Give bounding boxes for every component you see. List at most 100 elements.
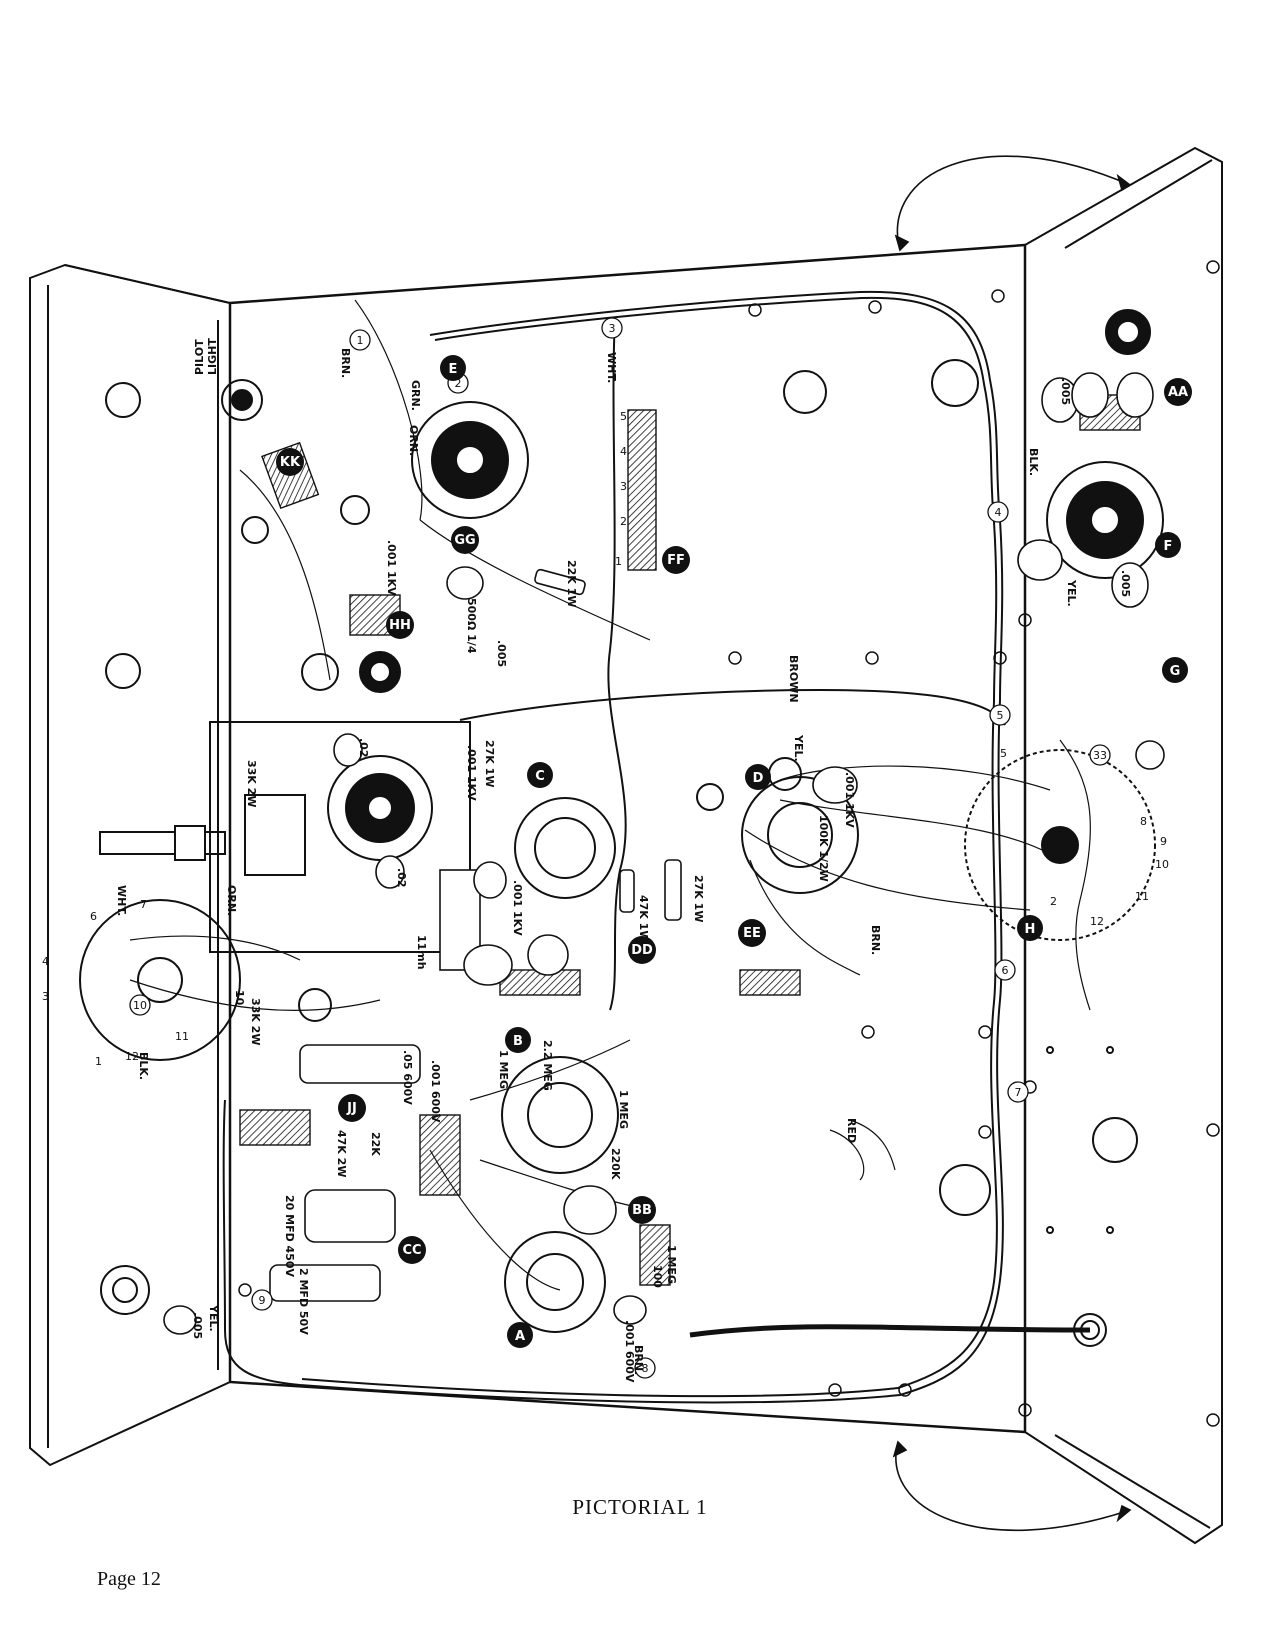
svg-text:4: 4 <box>995 506 1002 519</box>
sw-term-6: 6 <box>90 910 97 923</box>
socket-badges: A B C D E F G H <box>440 355 1188 1348</box>
badge-dd-label: DD <box>631 943 653 958</box>
label-1-meg-2: 1 MEG <box>617 1090 630 1129</box>
badge-dd <box>628 936 656 964</box>
wire-label-brown: BROWN <box>787 655 800 703</box>
label-005-1: .005 <box>1119 570 1132 597</box>
badge-d-label: D <box>753 771 764 786</box>
wire-label-brn-3: BRN. <box>632 1345 645 1375</box>
label-1-meg-3: 1 MEG <box>665 1245 678 1284</box>
badge-d <box>745 764 771 790</box>
rs-term-5: 5 <box>1000 747 1007 760</box>
badge-ee-label: EE <box>743 926 761 941</box>
wire-label-yel-3: YEL. <box>207 1304 220 1332</box>
wire-label-grn: GRN. <box>409 380 422 411</box>
badge-jj <box>338 1094 366 1122</box>
svg-text:33: 33 <box>1093 749 1107 762</box>
badge-c-label: C <box>535 769 545 784</box>
svg-text:7: 7 <box>1015 1086 1022 1099</box>
label-33k-2w-2: 33K 2W <box>249 998 262 1045</box>
label-100: 100 <box>651 1265 664 1288</box>
label-001-1kv-4: .001 1KV <box>843 772 856 828</box>
badge-a <box>507 1322 533 1348</box>
socket-f <box>1046 461 1164 579</box>
badge-b-label: B <box>513 1034 523 1049</box>
svg-text:4: 4 <box>620 445 627 458</box>
badge-bb <box>628 1196 656 1224</box>
badge-c <box>527 762 553 788</box>
rs-term-11: 11 <box>1135 890 1149 903</box>
rs-term-9: 9 <box>1160 835 1167 848</box>
wire-label-orn-2: ORN. <box>225 885 238 916</box>
wire-label-brn-1: BRN. <box>869 925 882 955</box>
socket-cc <box>514 797 616 899</box>
svg-text:9: 9 <box>259 1294 266 1307</box>
badge-a-label: A <box>515 1329 525 1344</box>
svg-text:8: 8 <box>642 1362 649 1375</box>
label-2-2-meg: 2.2 MEG <box>541 1040 554 1091</box>
sw-term-12: 12 <box>125 1050 139 1063</box>
label-1-meg-1: 1 MEG <box>497 1050 510 1089</box>
figure-caption: PICTORIAL 1 <box>572 1495 708 1519</box>
sw-term-7: 7 <box>140 898 147 911</box>
sw-term-4: 4 <box>42 955 49 968</box>
label-02-2: .02 <box>395 868 408 888</box>
socket-b <box>501 1056 619 1174</box>
sw-term-11: 11 <box>175 1030 189 1043</box>
rotary-switch-h <box>964 749 1156 941</box>
svg-text:1: 1 <box>615 555 622 568</box>
label-22k: 22K <box>369 1132 382 1156</box>
badge-kk-label: KK <box>280 455 301 470</box>
badge-aa-label: AA <box>1168 385 1188 400</box>
terminal-strips <box>239 394 1141 1286</box>
harness-points <box>129 317 1111 1379</box>
badge-f-label: F <box>1164 539 1173 554</box>
badge-ff-label: FF <box>667 553 685 568</box>
label-47k-2w: 47K 2W <box>335 1130 348 1177</box>
svg-text:3: 3 <box>620 480 627 493</box>
tube-sockets <box>79 401 1164 1333</box>
label-001-1kv-3: .001 1KV <box>511 880 524 936</box>
badge-h <box>1017 915 1043 941</box>
badge-g-label: G <box>1170 664 1181 679</box>
wiring-harness <box>222 290 1091 1404</box>
label-005-2: .005 <box>1059 378 1072 405</box>
label-10: 10 <box>233 990 246 1006</box>
switch-terminal-numbers: 4 3 6 7 1 12 11 8 9 10 11 12 2 5 <box>42 747 1169 1068</box>
badge-bb-label: BB <box>632 1203 652 1218</box>
badge-ee <box>738 919 766 947</box>
page-number: Page 12 <box>97 1568 161 1590</box>
pilot-light-label-2: LIGHT <box>206 338 219 375</box>
label-001-600v-2: .001 600V <box>623 1320 636 1383</box>
badge-b <box>505 1027 531 1053</box>
label-2mfd-50v: 2 MFD 50V <box>297 1268 310 1335</box>
svg-text:2: 2 <box>620 515 627 528</box>
badge-aa <box>1164 378 1192 406</box>
wire-label-wht-2: WHT. <box>115 885 128 916</box>
controls <box>99 309 1151 1315</box>
label-27k-1w-1: 27K 1W <box>483 740 496 787</box>
wire-label-blk-2: BLK. <box>137 1052 150 1080</box>
label-001-1kv-2: .001 1KV <box>465 745 478 801</box>
svg-text:3: 3 <box>609 322 616 335</box>
rs-term-12: 12 <box>1090 915 1104 928</box>
label-005-3: .005 <box>191 1312 204 1339</box>
wire-label-red: RED <box>845 1118 858 1143</box>
socket-e <box>411 401 529 519</box>
label-100k: 100K 1/2W <box>817 815 830 882</box>
passive-components <box>163 372 1165 1335</box>
label-02-1: .02 <box>357 738 370 758</box>
badge-hh <box>386 611 414 639</box>
badge-ff <box>662 546 690 574</box>
label-001-600v-1: .001 600V <box>429 1060 442 1123</box>
wire-label-yel-2: YEL. <box>792 734 805 762</box>
wire-label-brn-2: BRN. <box>339 348 352 378</box>
badge-h-label: H <box>1025 922 1036 937</box>
pilot-light-label-1: PILOT <box>193 339 206 375</box>
mounting-holes <box>238 260 1220 1427</box>
label-47k-1w: 47K 1W <box>637 895 650 942</box>
svg-text:10: 10 <box>133 999 147 1012</box>
badge-jj-label: JJ <box>346 1101 357 1116</box>
badge-hh-label: HH <box>389 618 411 633</box>
